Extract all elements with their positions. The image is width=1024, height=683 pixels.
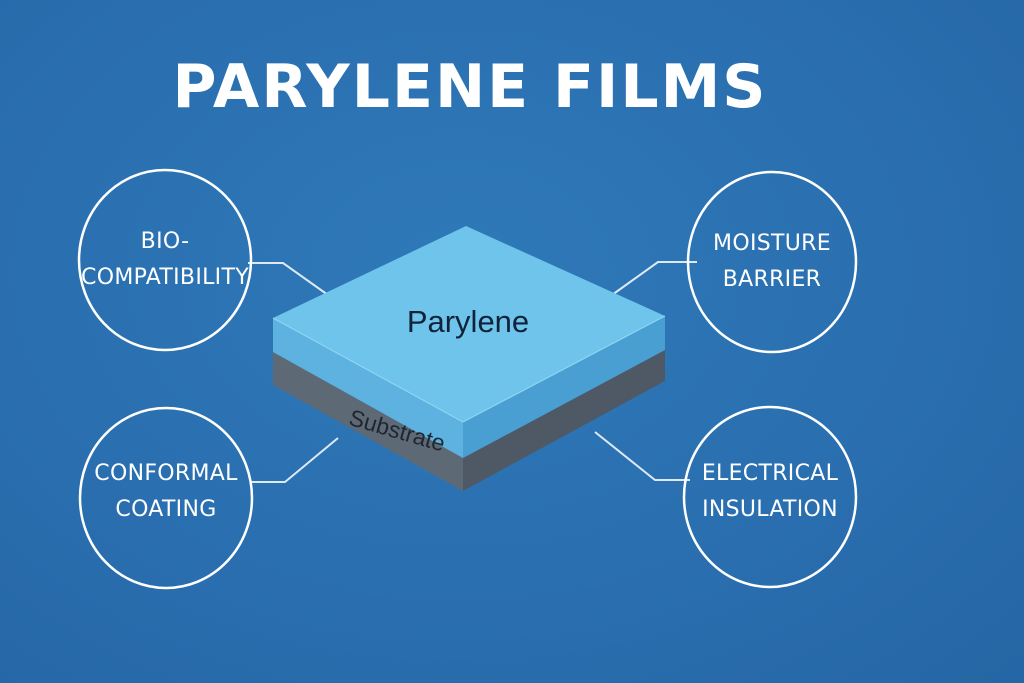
parylene-left-face [273, 318, 463, 458]
connector-biocompatibility [248, 262, 329, 296]
label-moisture-barrier: MOISTURE BARRIER [682, 226, 862, 298]
circle-conformal-coating [78, 406, 254, 590]
label-line: MOISTURE [713, 231, 831, 256]
label-line: COATING [115, 497, 217, 522]
circle-biocompatibility [77, 168, 253, 352]
label-line: CONFORMAL [94, 461, 238, 486]
label-biocompatibility: BIO- COMPATIBILITY [75, 224, 255, 296]
parylene-top-face [273, 226, 665, 422]
substrate-left-face [273, 352, 463, 491]
parylene-right-face [463, 316, 665, 458]
label-conformal-coating: CONFORMAL COATING [76, 456, 256, 528]
layer-stack [272, 226, 666, 491]
label-electrical-insulation: ELECTRICAL INSULATION [680, 456, 860, 528]
connector-moisture-barrier [611, 261, 697, 296]
label-line: INSULATION [702, 497, 838, 522]
connector-electrical-insulation [594, 431, 690, 481]
label-line: BIO- [140, 229, 190, 254]
connector-conformal-coating [250, 437, 339, 483]
circle-electrical-insulation [682, 405, 858, 589]
parylene-edge-highlight [272, 315, 666, 423]
parylene-label: Parylene [407, 304, 529, 339]
label-line: COMPATIBILITY [81, 265, 249, 290]
label-line: ELECTRICAL [701, 461, 839, 486]
substrate-right-face [463, 350, 665, 491]
label-line: BARRIER [722, 267, 822, 292]
circle-moisture-barrier [686, 170, 858, 354]
diagram-title: PARYLENE FILMS [172, 52, 768, 122]
